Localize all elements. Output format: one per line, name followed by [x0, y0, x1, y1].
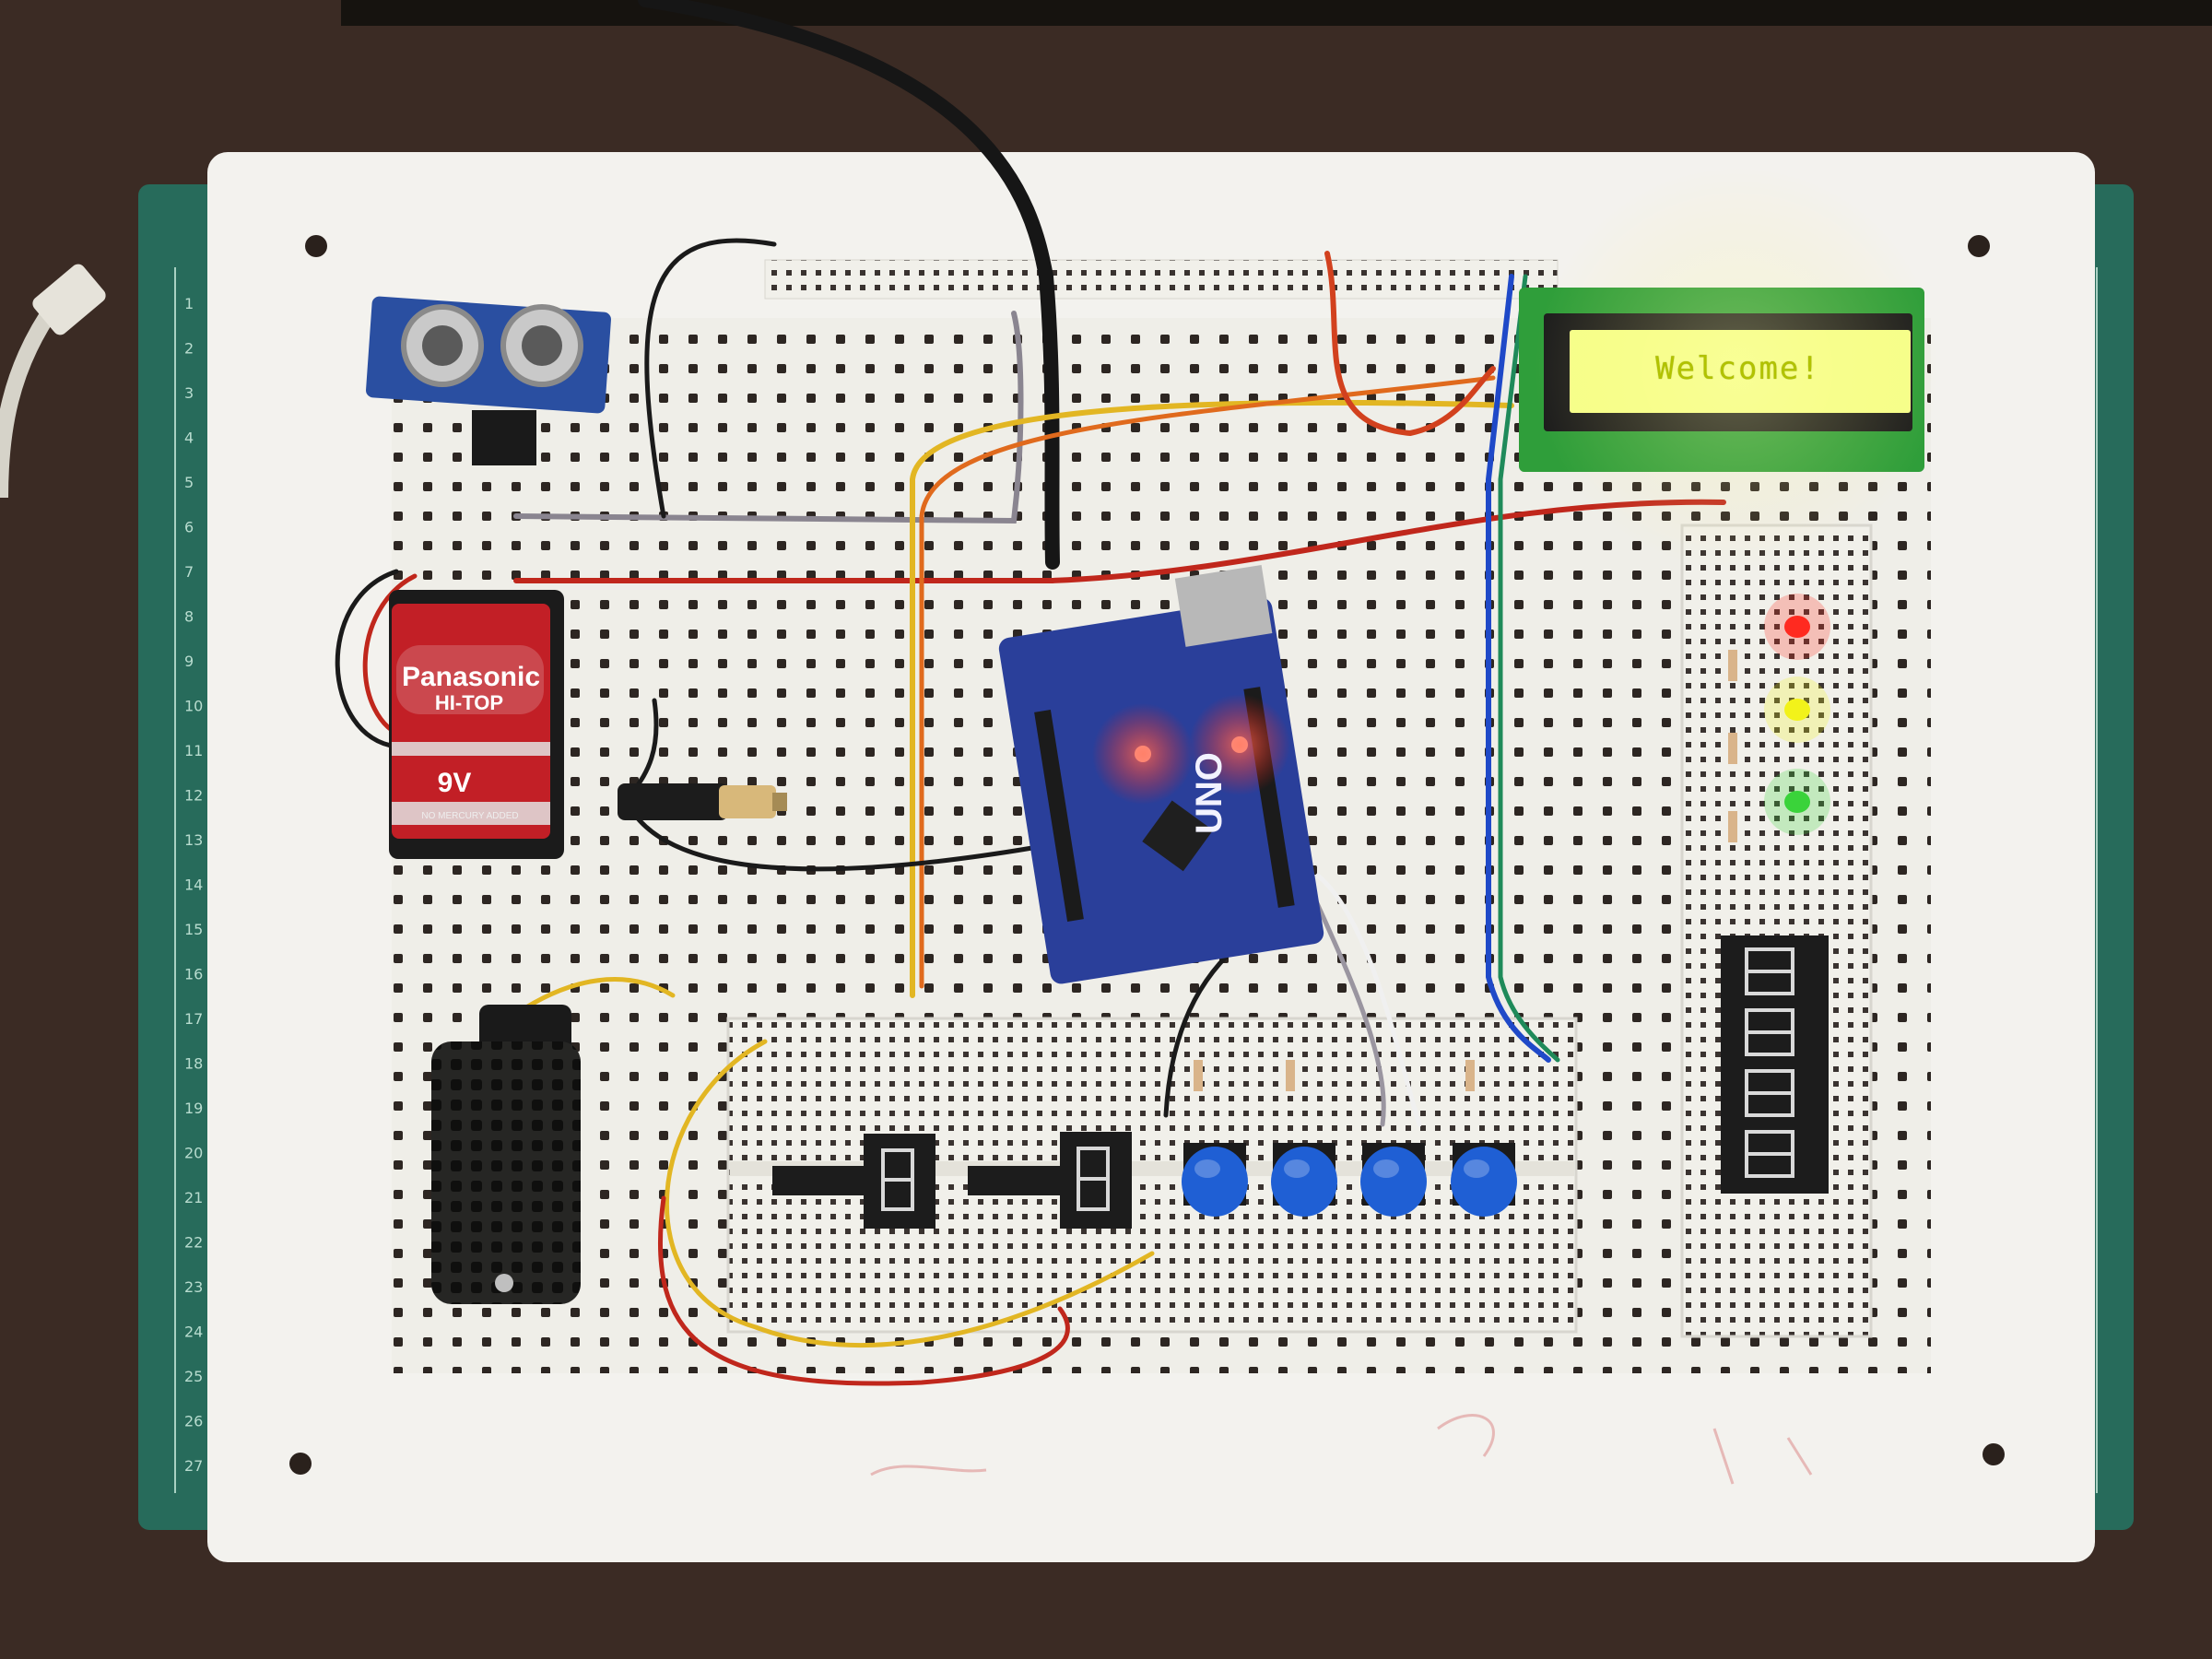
wire-bottom-yellow: [664, 1039, 1155, 1348]
chip-dip-right: [968, 1166, 1060, 1195]
mounting-hole: [1968, 235, 1990, 257]
wire-orange: [919, 375, 1496, 989]
monitor-edge: [341, 0, 2212, 26]
mounting-hole: [289, 1453, 312, 1475]
green-led: [1764, 769, 1830, 835]
resistor: [1286, 1060, 1295, 1091]
push-button: [1360, 1143, 1427, 1217]
chip-dip-left: [772, 1166, 865, 1195]
mat-ruler-number: 27: [184, 1457, 203, 1475]
lcd-module: [1519, 166, 1940, 571]
resistor: [1728, 733, 1737, 764]
push-button: [1451, 1143, 1517, 1217]
wire-yellow: [910, 399, 1514, 998]
wire-red-lcd: [1324, 251, 1496, 437]
wire-sensor-bundle: [513, 977, 676, 1017]
mat-ruler-number: 4: [184, 429, 194, 447]
red-led: [1764, 594, 1830, 660]
wire-jack-black: [624, 698, 1035, 872]
dht-sensor: [431, 1005, 581, 1304]
mat-ruler-number: 14: [184, 877, 203, 894]
mat-ruler-number: 11: [184, 742, 203, 759]
wire-gray: [513, 311, 1024, 524]
battery-model-label: HI-TOP: [434, 691, 504, 714]
mat-ruler-number: 24: [184, 1324, 203, 1341]
mat-ruler-number: 12: [184, 787, 203, 805]
mat-ruler-number: 10: [184, 698, 203, 715]
mat-ruler-number: 8: [184, 608, 194, 626]
mat-ruler-number: 15: [184, 921, 203, 938]
top-power-rail: [764, 259, 1559, 300]
wire-blue: [1486, 274, 1551, 1063]
seven-segment-single-1: [864, 1134, 935, 1229]
mat-ruler-number: 13: [184, 831, 203, 849]
wire-button-white: [1315, 873, 1422, 1127]
resistor: [1194, 1060, 1203, 1091]
mounting-hole: [1983, 1443, 2005, 1465]
right-breadboard: [1680, 524, 1873, 1338]
mat-ruler-number: 25: [184, 1368, 203, 1385]
wire-bottom-red: [658, 1195, 1070, 1386]
mat-ruler-number: 19: [184, 1100, 203, 1117]
mat-ruler-number: 9: [184, 653, 194, 670]
push-buttons: [1182, 1143, 1517, 1217]
battery-voltage-label: 9V: [437, 768, 472, 798]
wire-battery-black: [335, 569, 399, 749]
wire-black-sensor: [644, 238, 777, 519]
mat-ruler-number: 3: [184, 384, 194, 402]
dc-barrel-plug: [618, 783, 787, 820]
usb-cable: [0, 299, 63, 499]
mat-ruler-number: 21: [184, 1189, 203, 1206]
battery-brand-label: Panasonic: [401, 662, 541, 692]
arduino-power-led-glow: [1092, 703, 1194, 805]
resistor: [1465, 1060, 1475, 1091]
mat-ruler-number: 17: [184, 1010, 203, 1028]
ultrasonic-sensor: [366, 296, 611, 465]
usb-plug: [32, 264, 106, 335]
push-button: [1182, 1143, 1248, 1217]
battery-small-print: NO MERCURY ADDED: [421, 811, 519, 821]
mat-ruler-number: 18: [184, 1055, 203, 1073]
wires: [335, 0, 1726, 1386]
marker-scribbles: [870, 1414, 1813, 1485]
mat-ruler-number: 23: [184, 1278, 203, 1296]
wire-green: [1498, 274, 1560, 1063]
mat-ruler-number: 20: [184, 1145, 203, 1162]
push-button: [1271, 1143, 1337, 1217]
mounting-hole: [305, 235, 327, 257]
usb-power-cable: [638, 0, 1060, 570]
seven-segment-4digit: [1721, 935, 1829, 1194]
mat-ruler-number: 7: [184, 563, 194, 581]
wire-button-gray: [1306, 882, 1386, 1127]
mat-ruler-labels: 1234567891011121314151617181920212223242…: [184, 295, 203, 1475]
mat-ruler-number: 22: [184, 1234, 203, 1252]
mat-ruler-number: 2: [184, 340, 194, 358]
resistor: [1728, 811, 1737, 842]
resistor: [1728, 650, 1737, 681]
arduino-uno-label: UNO: [1189, 752, 1230, 834]
mat-ruler-number: 5: [184, 474, 194, 491]
mat-ruler-number: 16: [184, 966, 203, 983]
led-group: [1728, 594, 1830, 842]
seven-segment-single-2: [1060, 1132, 1132, 1229]
lcd-display-text: Welcome!: [1655, 350, 1821, 387]
arduino-led-glow: [1189, 694, 1290, 795]
yellow-led: [1764, 677, 1830, 743]
mat-ruler-number: 26: [184, 1413, 203, 1430]
button-resistors: [1194, 1060, 1475, 1091]
mat-ruler-number: 6: [184, 519, 194, 536]
mat-ruler-number: 1: [184, 295, 194, 312]
mat-ruler-ticks: [174, 267, 2098, 1493]
battery-9v: [389, 590, 564, 859]
